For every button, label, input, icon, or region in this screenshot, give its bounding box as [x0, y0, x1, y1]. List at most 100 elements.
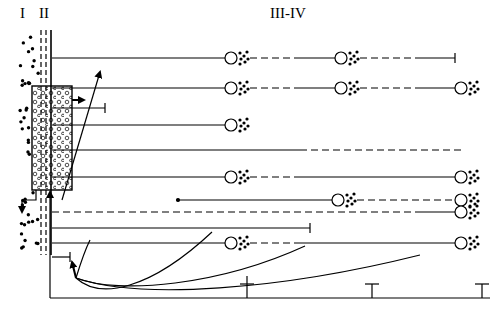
fibre-part [420, 87, 455, 88]
fibre-part [476, 176, 479, 179]
fibre-part [52, 176, 225, 177]
fibre-part [22, 116, 25, 119]
fibre-part [468, 170, 471, 173]
fibre-part [455, 237, 467, 249]
fibre-part [238, 51, 241, 54]
fibre-part [245, 80, 248, 83]
fibre-part [18, 109, 21, 112]
fibre-part [238, 247, 241, 250]
fibre-part [225, 119, 237, 131]
fibre-part [242, 239, 245, 242]
fibre-part [353, 199, 356, 202]
fibre-part [27, 50, 30, 53]
fibre-part [469, 242, 472, 245]
fibre-part [349, 196, 352, 199]
fibre-part [27, 220, 30, 223]
fibre-part [349, 57, 352, 60]
fibre-part [243, 127, 246, 130]
fibre-part [472, 239, 475, 242]
fibre-part [238, 92, 241, 95]
fibre-part [468, 204, 471, 207]
fibre-part [350, 202, 353, 205]
fibre-part [245, 169, 248, 172]
fibre-part [469, 176, 472, 179]
fibre-part [243, 90, 246, 93]
fibre-part [348, 81, 351, 84]
fibre-part [29, 36, 32, 39]
fibre-part [300, 87, 335, 88]
fibre-part [242, 173, 245, 176]
fibre-part [454, 53, 455, 63]
fibre-part [23, 239, 26, 242]
fibre-part [22, 41, 25, 44]
fibre-part [468, 205, 471, 208]
fibre-part [243, 245, 246, 248]
fibre-part [355, 80, 358, 83]
fibre-part [19, 64, 22, 67]
fibre-part [356, 57, 359, 60]
fibre-part [250, 242, 300, 243]
layer-label: III-IV [270, 6, 306, 21]
fibre-part [468, 181, 471, 184]
fibre-part [36, 72, 39, 75]
fibre-part [31, 191, 34, 194]
fibre-part [246, 87, 249, 90]
fibre-part [24, 108, 27, 111]
fibre-part [245, 235, 248, 238]
fibre-part [300, 149, 462, 150]
fibre-part [357, 199, 455, 200]
fibre-part [473, 90, 476, 93]
fibre-part [360, 57, 420, 58]
fibre-part [469, 211, 472, 214]
fibre-part [455, 171, 467, 183]
fibre-part [31, 65, 34, 68]
fibre-part [246, 124, 249, 127]
fibre-part [348, 92, 351, 95]
fibre-part [472, 208, 475, 211]
fibre-part [52, 149, 300, 150]
fibre-part [332, 194, 344, 206]
fibre-part [468, 236, 471, 239]
fibre-part [250, 87, 300, 88]
fibre-part [468, 81, 471, 84]
fibre-part [52, 256, 70, 257]
fibre-part [346, 199, 349, 202]
fibre-part [239, 57, 242, 60]
fibre-part [455, 194, 467, 206]
fibre-part [475, 80, 478, 83]
fibre-part [352, 54, 355, 57]
fibre-part [52, 57, 225, 58]
fibre-part [475, 169, 478, 172]
fibre-part [19, 120, 22, 123]
fibre-part [52, 211, 420, 212]
fibre-part [242, 84, 245, 87]
fibre-part [472, 173, 475, 176]
fibre-part [455, 82, 467, 94]
fibre-part [238, 170, 241, 173]
fibre-part [468, 216, 471, 219]
fibre-part [469, 199, 472, 202]
fibre-part [52, 87, 225, 88]
fibre-part [473, 179, 476, 182]
fibre-part [300, 176, 455, 177]
fibre-part [27, 138, 30, 141]
fibre-part [239, 242, 242, 245]
fibre-part [238, 129, 241, 132]
fibre-part [52, 227, 310, 228]
fibre-part [238, 181, 241, 184]
fibre-part [246, 57, 249, 60]
fibre-part [345, 204, 348, 207]
fibre-part [348, 51, 351, 54]
fibre-part [335, 82, 347, 94]
fibre-part [356, 87, 359, 90]
fibre-part [21, 203, 24, 206]
fibre-part [245, 50, 248, 53]
fibre-part [250, 57, 300, 58]
fibre-part [475, 192, 478, 195]
fibre-part [23, 223, 26, 226]
fibre-part [476, 199, 479, 202]
fibre-part [239, 87, 242, 90]
fibre-part [177, 199, 180, 202]
